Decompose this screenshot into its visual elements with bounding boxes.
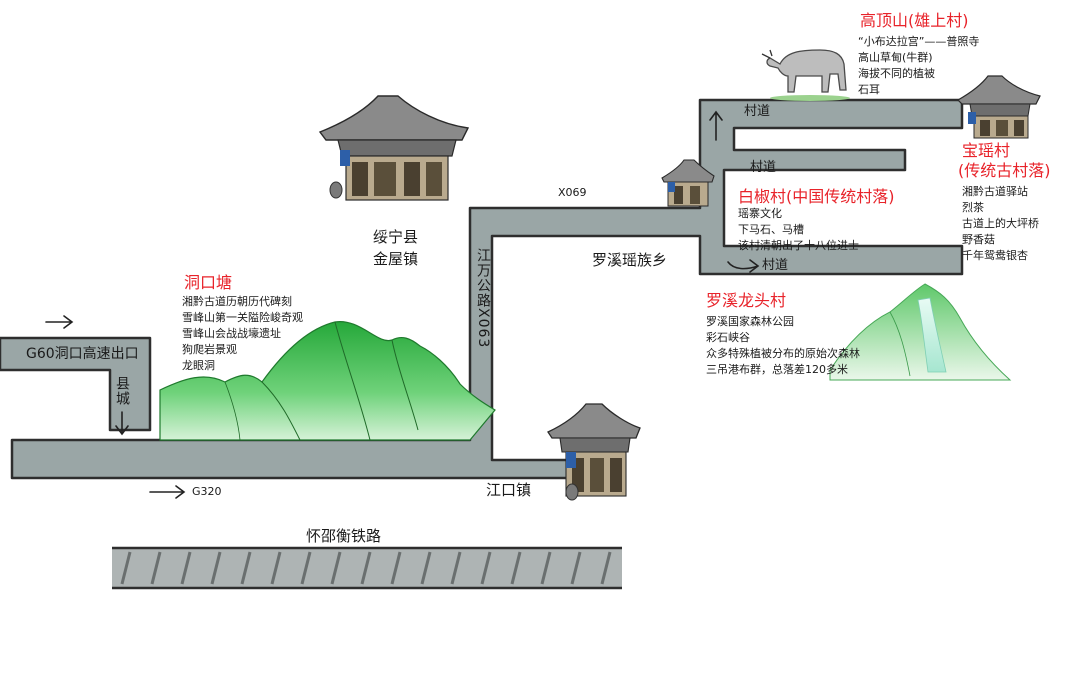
dongkoutang-line: 雪峰山会战战壕遗址 xyxy=(182,327,281,340)
road-network xyxy=(0,98,964,480)
baijiao-details: 瑶寨文化 下马石、马槽 该村清朝出了十八位进士 xyxy=(738,206,859,254)
gaodingshan-line: 海拔不同的植被 xyxy=(858,67,935,80)
baoyao-line: 湘黔古道驿站 xyxy=(962,185,1028,198)
arrow-g320-icon xyxy=(149,485,186,499)
road-label-jiangwan: 江万公路X063 xyxy=(475,248,491,349)
road-label-village-3: 村道 xyxy=(762,258,789,273)
railway-track xyxy=(112,546,622,590)
road-label-g60: G60洞口高速出口 xyxy=(26,346,139,362)
arrow-village-up-icon xyxy=(709,110,723,141)
longtou-line: 罗溪国家森林公园 xyxy=(706,315,794,328)
baoyao-subtitle: (传统古村落) xyxy=(958,161,1051,180)
arrow-village-right-icon xyxy=(727,259,760,273)
waterfall-icon xyxy=(917,297,947,373)
pavilion-icon-baoyao xyxy=(957,75,1041,139)
road-label-village-1: 村道 xyxy=(744,104,771,119)
baijiao-line: 该村清朝出了十八位进士 xyxy=(738,239,859,252)
road-label-g320: G320 xyxy=(192,485,222,498)
road-label-village-2: 村道 xyxy=(750,160,777,175)
arrow-g60-icon xyxy=(45,315,74,329)
place-jiangkou-town: 江口镇 xyxy=(486,481,532,499)
baoyao-line: 古道上的大坪桥 xyxy=(962,217,1039,230)
arrow-county-icon xyxy=(115,411,129,436)
gaodingshan-line: 石耳 xyxy=(858,83,880,96)
dongkoutang-line: 雪峰山第一关隘险峻奇观 xyxy=(182,311,303,324)
place-luoxi-township: 罗溪瑶族乡 xyxy=(592,251,668,269)
longtou-line: 彩石峡谷 xyxy=(706,331,750,344)
mountains-dongkoutang xyxy=(159,321,496,441)
direction-arrows xyxy=(45,110,760,499)
road-label-x069: X069 xyxy=(558,186,587,199)
baoyao-line: 烈茶 xyxy=(962,201,984,214)
gaodingshan-details: “小布达拉宫”——普照寺 高山草甸(牛群) 海拔不同的植被 石耳 xyxy=(858,34,979,98)
baoyao-details: 湘黔古道驿站 烈茶 古道上的大坪桥 野香菇 千年鸳鸯银杏 xyxy=(962,184,1039,264)
pavilion-icon-baijiao xyxy=(661,159,715,207)
place-suining-jinwu: 绥宁县 金屋镇 xyxy=(373,228,419,268)
road-g320 xyxy=(10,98,964,480)
dongkoutang-title: 洞口塘 xyxy=(184,273,233,292)
mountains-longtou xyxy=(829,283,1012,381)
dongkoutang-details: 湘黔古道历朝历代碑刻 雪峰山第一关隘险峻奇观 雪峰山会战战壕遗址 狗爬岩景观 龙… xyxy=(182,294,303,374)
gaodingshan-title: 高顶山(雄上村) xyxy=(860,11,969,30)
longtou-line: 众多特殊植被分布的原始次森林 xyxy=(706,347,860,360)
baijiao-line: 下马石、马槽 xyxy=(738,223,804,236)
gaodingshan-line: 高山草甸(牛群) xyxy=(858,51,933,64)
baijiao-line: 瑶寨文化 xyxy=(738,207,782,220)
baoyao-line: 千年鸳鸯银杏 xyxy=(962,249,1028,262)
baoyao-line: 野香菇 xyxy=(962,233,995,246)
cow-icon xyxy=(761,49,850,101)
pavilion-icon-jiangkou xyxy=(547,403,641,501)
road-g60 xyxy=(0,336,152,432)
longtou-details: 罗溪国家森林公园 彩石峡谷 众多特殊植被分布的原始次森林 三吊港布群，总落差12… xyxy=(706,314,860,378)
longtou-title: 罗溪龙头村 xyxy=(706,291,787,310)
baijiao-title: 白椒村(中国传统村落) xyxy=(738,187,895,206)
dongkoutang-line: 龙眼洞 xyxy=(182,359,215,372)
dongkoutang-line: 湘黔古道历朝历代碑刻 xyxy=(182,295,292,308)
longtou-line: 三吊港布群，总落差120多米 xyxy=(706,363,848,376)
road-label-county: 县城 xyxy=(114,376,130,406)
gaodingshan-line: “小布达拉宫”——普照寺 xyxy=(858,35,980,48)
baoyao-title: 宝瑶村 xyxy=(962,141,1011,160)
railway-label: 怀邵衡铁路 xyxy=(306,527,382,545)
dongkoutang-line: 狗爬岩景观 xyxy=(182,343,237,356)
pavilion-icon-jinwu xyxy=(318,95,470,201)
